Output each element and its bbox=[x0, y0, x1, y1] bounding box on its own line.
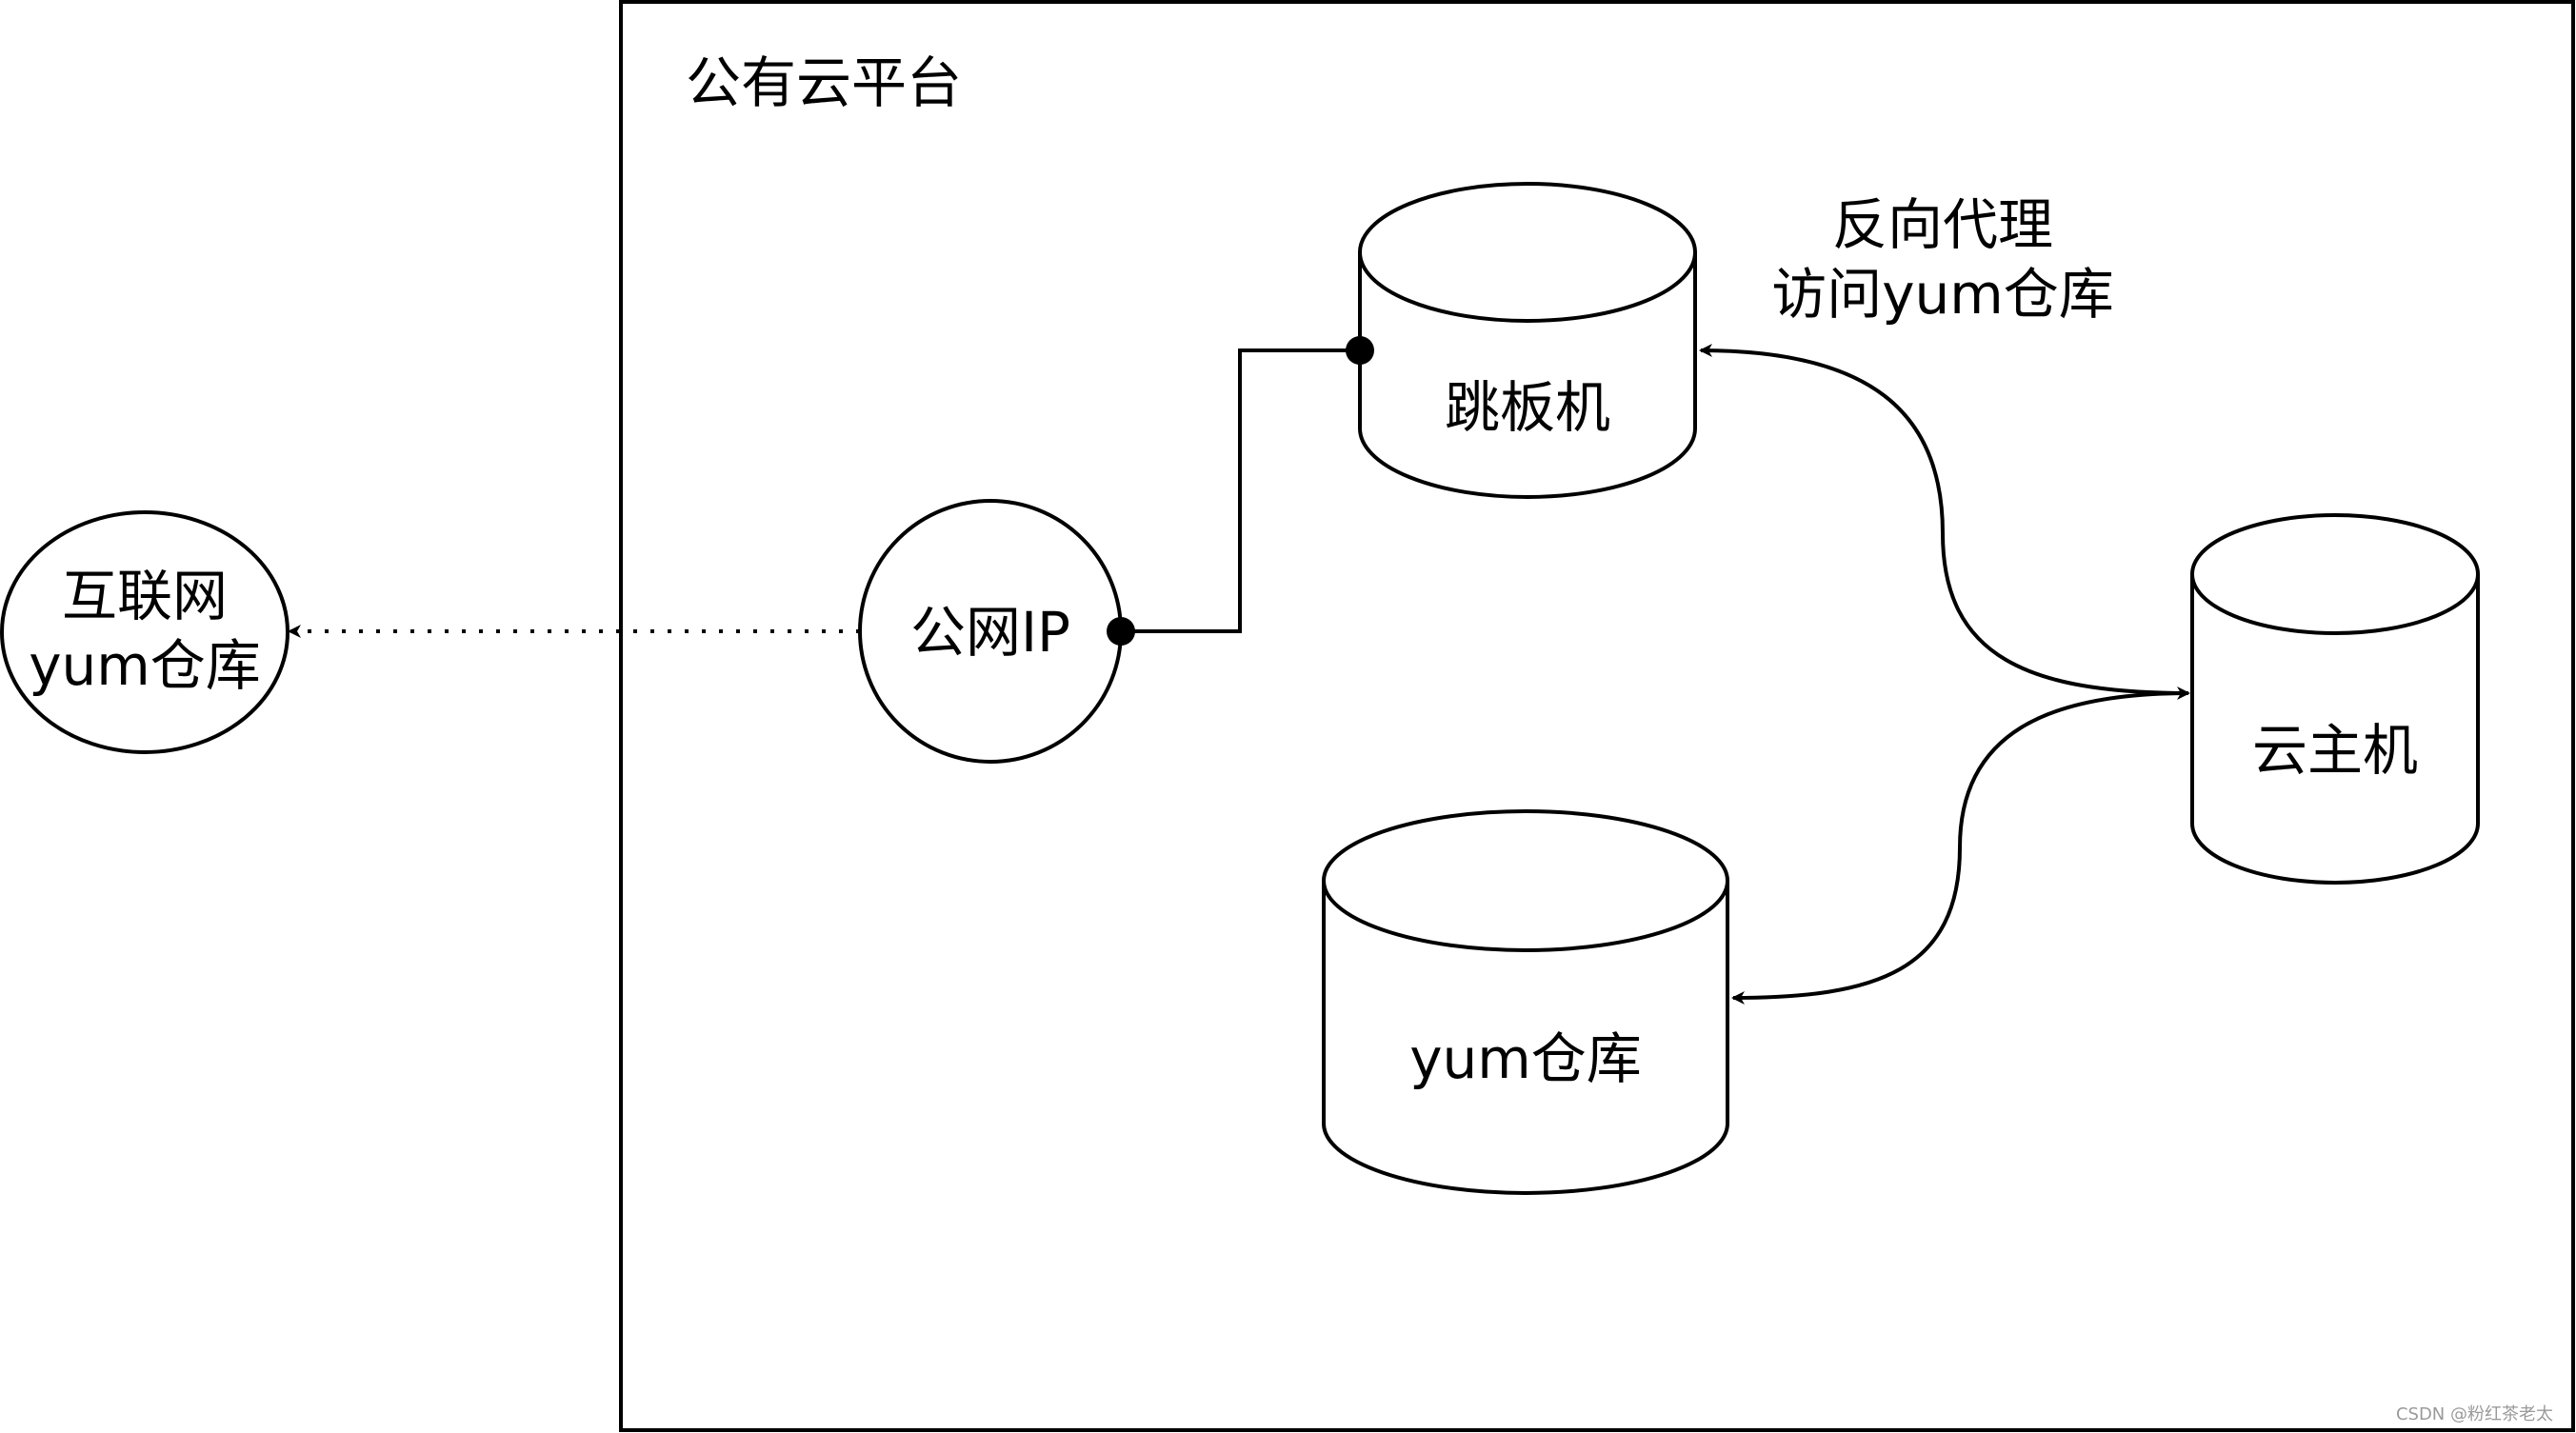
platform-title: 公有云平台 bbox=[686, 50, 963, 115]
connector-dot-publicip bbox=[1107, 617, 1135, 646]
yum-repo-cylinder bbox=[1322, 809, 1729, 1195]
cloud-host-label: 云主机 bbox=[2251, 718, 2418, 783]
link-publicip-jumphost bbox=[1121, 348, 1360, 633]
public-cloud-boundary bbox=[619, 0, 2575, 1432]
yum-repo-label: yum仓库 bbox=[1409, 1026, 1642, 1091]
access-arrow-yumrepo bbox=[1731, 691, 2189, 1005]
proxy-arrow-jumphost bbox=[1699, 344, 2190, 700]
jump-host-cylinder bbox=[1358, 182, 1697, 499]
jump-host-label: 跳板机 bbox=[1444, 375, 1610, 440]
internet-label-line1: 互联网 bbox=[61, 564, 228, 628]
cloud-host-cylinder bbox=[2190, 513, 2480, 885]
watermark: CSDN @粉红茶老太 bbox=[2395, 1404, 2553, 1424]
internet-yum-label: 互联网 yum仓库 bbox=[2, 562, 288, 700]
proxy-label-line1: 反向代理 bbox=[1831, 192, 2053, 257]
connector-dot-jumphost bbox=[1346, 336, 1374, 365]
proxy-edge-label: 反向代理 访问yum仓库 bbox=[1733, 190, 2152, 328]
proxy-label-line2: 访问yum仓库 bbox=[1771, 261, 2114, 327]
public-ip-label: 公网IP bbox=[909, 600, 1071, 665]
internet-label-line2: yum仓库 bbox=[29, 632, 261, 698]
